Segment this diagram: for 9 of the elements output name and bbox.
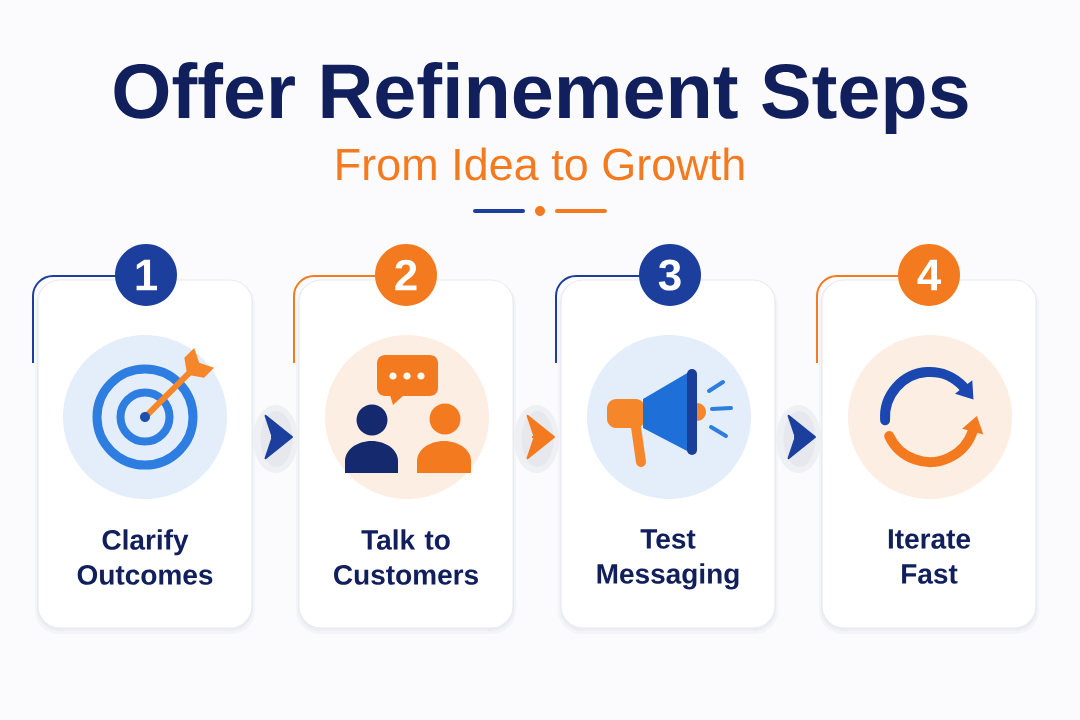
number-badge: 2 [375, 244, 437, 306]
title: Offer Refinement Steps [114, 61, 968, 135]
subtitle: From Idea to Growth [337, 147, 744, 181]
number-badge: 4 [898, 244, 960, 306]
number-badge: 3 [639, 244, 701, 306]
chevron-arrow [253, 405, 298, 473]
chevron-arrow [514, 405, 559, 473]
number-badge: 1 [115, 244, 177, 306]
chevron-arrow [776, 405, 821, 473]
